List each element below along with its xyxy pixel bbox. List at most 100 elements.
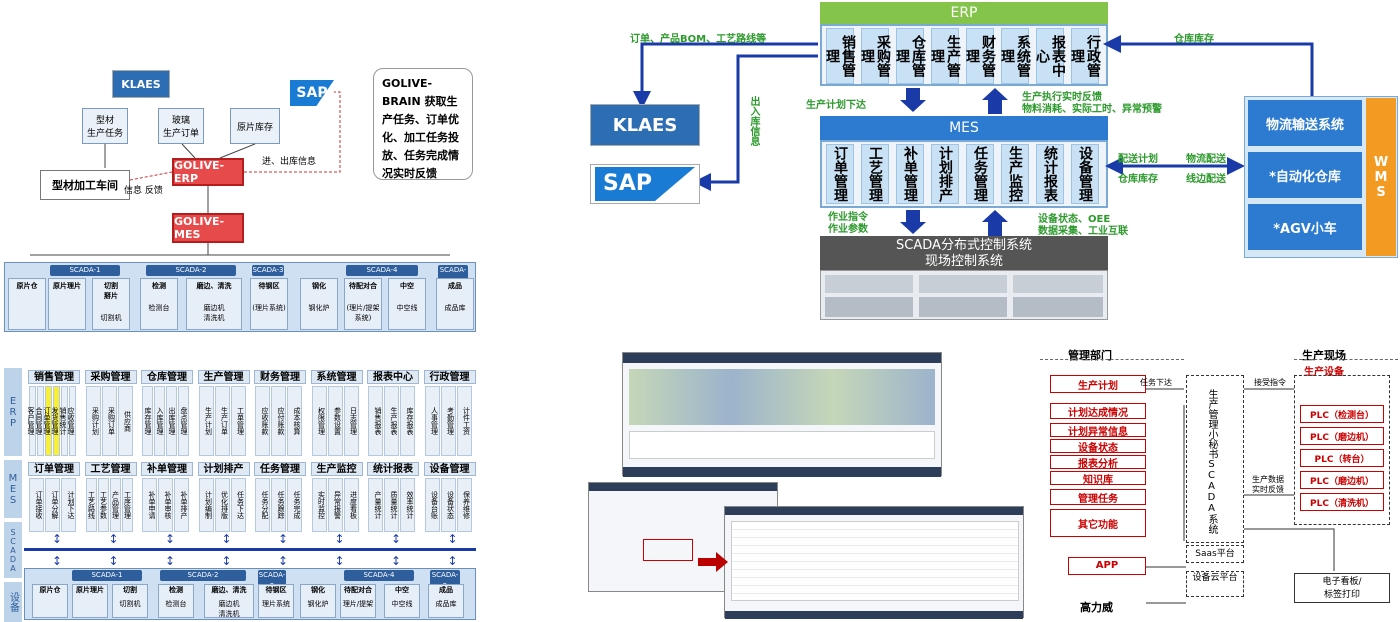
stage-bottom: (理片系统) [252, 304, 286, 312]
mgmt-item: 计划达成情况 [1050, 403, 1146, 419]
q3-stage-bottom: 检测台 [165, 600, 187, 608]
erp-module: 行政管理 [1069, 28, 1101, 84]
stage-bottom: 切割机 [100, 314, 122, 322]
q3-stage-box: 原片理片 [72, 584, 108, 618]
screen-table [724, 506, 1024, 619]
software-screenshots-panel [588, 352, 1028, 622]
mes-group-cell: 进度看板 [343, 478, 359, 532]
mgmt-item: 设备状态 [1050, 439, 1146, 454]
stage-box: 原片理片 [48, 278, 86, 330]
mes-group-cell: 计划下达 [61, 478, 76, 532]
bus-arrow-icon: ↕ [165, 554, 176, 568]
stage-box: 磨边、清洗磨边机 清洗机 [186, 278, 242, 330]
device-side-label: 设备 [4, 582, 22, 622]
erp-module: 仓库管理 [894, 28, 926, 84]
bus-arrow-icon: ↕ [447, 554, 458, 568]
scada-tab-2: SCADA-2 [146, 265, 236, 276]
scada-tab-3: SCADA-3 [252, 265, 284, 276]
erp-mes-architecture-panel: ERP 销售管理采购管理仓库管理生产管理财务管理系统管理报表中心行政管理 MES… [560, 0, 1400, 320]
bus-arrow-icon: ↕ [447, 532, 458, 546]
stage-box: 待配对合(理片/提架系统) [344, 278, 382, 330]
erp-group-cell: 生产报表 [384, 386, 399, 456]
warehouse-stock-label: 仓库库存 [1174, 34, 1214, 45]
erp-group-title: 系统管理 [310, 370, 363, 384]
stage-top: 原片理片 [53, 282, 81, 290]
erp-group-title: 报表中心 [367, 370, 419, 384]
mes-side-label: MES [4, 460, 22, 518]
stage-bottom: 钢化炉 [308, 304, 330, 312]
mes-group-cell: 异常报警 [327, 478, 343, 532]
wms-item: 物流输送系统 [1248, 100, 1362, 146]
bus-arrow-icon: ↕ [108, 532, 119, 546]
mes-group-cell: 质量统计 [384, 478, 399, 532]
erp-side-label: ERP [4, 368, 22, 456]
q3-stage-box: 钢化钢化炉 [300, 584, 336, 618]
stage-top: 检测 [152, 282, 166, 290]
stage-bottom: 成品库 [444, 304, 466, 312]
q3-stage-box: 原片仓 [32, 584, 68, 618]
mes-group-title: 补单管理 [141, 462, 193, 476]
q3-stage-bottom: 理片/提架 [342, 600, 374, 608]
mes-module: 统计报表 [1036, 144, 1064, 204]
scada-tab-1: SCADA-1 [50, 265, 120, 276]
stage-box: 原片仓 [8, 278, 46, 330]
mes-group-cell: 工艺参数 [97, 478, 109, 532]
stage-top: 原片仓 [16, 282, 38, 290]
saas-box: Saas平台 [1186, 545, 1244, 563]
bus-arrow-icon: ↕ [108, 554, 119, 568]
bus-arrow-icon: ↕ [391, 532, 402, 546]
red-arrow-icon [698, 552, 728, 572]
erp-group-cell: 人事管理 [424, 386, 440, 456]
erp-module: 系统管理 [999, 28, 1031, 84]
mes-group-title: 订单管理 [28, 462, 80, 476]
erp-module: 生产管理 [929, 28, 961, 84]
order-bom-label: 订单、产品BOM、工艺路线等 [630, 34, 767, 45]
q3-stage-top: 原片仓 [39, 586, 61, 594]
plc-item: PLC（磨边机） [1300, 427, 1384, 445]
erp-group-title: 财务管理 [254, 370, 306, 384]
bus-arrow-icon: ↕ [221, 532, 232, 546]
bus-arrow-icon: ↕ [334, 532, 345, 546]
raw-stock-doc: 原片库存 [230, 108, 280, 144]
plc-item: PLC（检测台） [1300, 405, 1384, 423]
erp-group-title: 采购管理 [84, 370, 137, 384]
plc-group-box [1294, 375, 1390, 525]
q3-stage-top: 切割 [123, 586, 137, 594]
q3-stage-bottom: 磨边机 清洗机 [218, 600, 240, 618]
erp-group-cell: 订单管理 [43, 386, 52, 456]
stage-top: 切割 掰片 [104, 282, 118, 300]
mes-group-cell: 工序管理 [121, 478, 133, 532]
erp-group-title: 行政管理 [423, 370, 476, 384]
accept-cmd-label: 接受指令 [1254, 378, 1286, 387]
mes-group-cell: 补单审核 [158, 478, 173, 532]
mes-group-title: 工艺管理 [84, 462, 137, 476]
mes-group-cell: 任务下达 [230, 478, 246, 532]
erp-group-cell: 成本核算 [287, 386, 302, 456]
q3-stage-box: 磨边、清洗磨边机 清洗机 [204, 584, 254, 618]
info-feedback-label: 信息 反馈 [124, 186, 163, 196]
mes-group-cell: 订单接收 [29, 478, 44, 532]
mgmt-item: 计划异常信息 [1050, 423, 1146, 438]
erp-group-cell: 应收管理 [67, 386, 76, 456]
wms-side-label: WMS [1366, 98, 1396, 256]
management-scada-panel: 管理部门 生产现场 生产设备 生产计划计划达成情况计划异常信息设备状态报表分析知… [1040, 345, 1398, 622]
mes-group-cell: 任务完成 [287, 478, 302, 532]
q3-stage-top: 检测 [169, 586, 183, 594]
erp-group-cell: 销售统计 [59, 386, 68, 456]
erp-group-cell: 考勤管理 [440, 386, 456, 456]
mes-module: 补单管理 [896, 144, 924, 204]
mgmt-divider [1040, 359, 1184, 360]
erp-title: ERP [820, 2, 1108, 24]
profile-workshop: 型材加工车间 [40, 170, 130, 200]
stage-box: 待钢区(理片系统) [250, 278, 288, 330]
stage-top: 钢化 [312, 282, 326, 290]
q4-connectors [1146, 388, 1335, 604]
erp-group-cell: 采购计划 [85, 386, 101, 456]
mes-group-title: 生产监控 [310, 462, 363, 476]
q3-stage-top: 待配对合 [344, 586, 372, 594]
erp-module: 销售管理 [824, 28, 856, 84]
mgmt-item: 管理任务 [1050, 489, 1146, 505]
q3-stage-bottom: 理片系统 [262, 600, 290, 608]
erp-group-cell: 应收账款 [255, 386, 270, 456]
erp-group-cell: 生产计划 [198, 386, 214, 456]
